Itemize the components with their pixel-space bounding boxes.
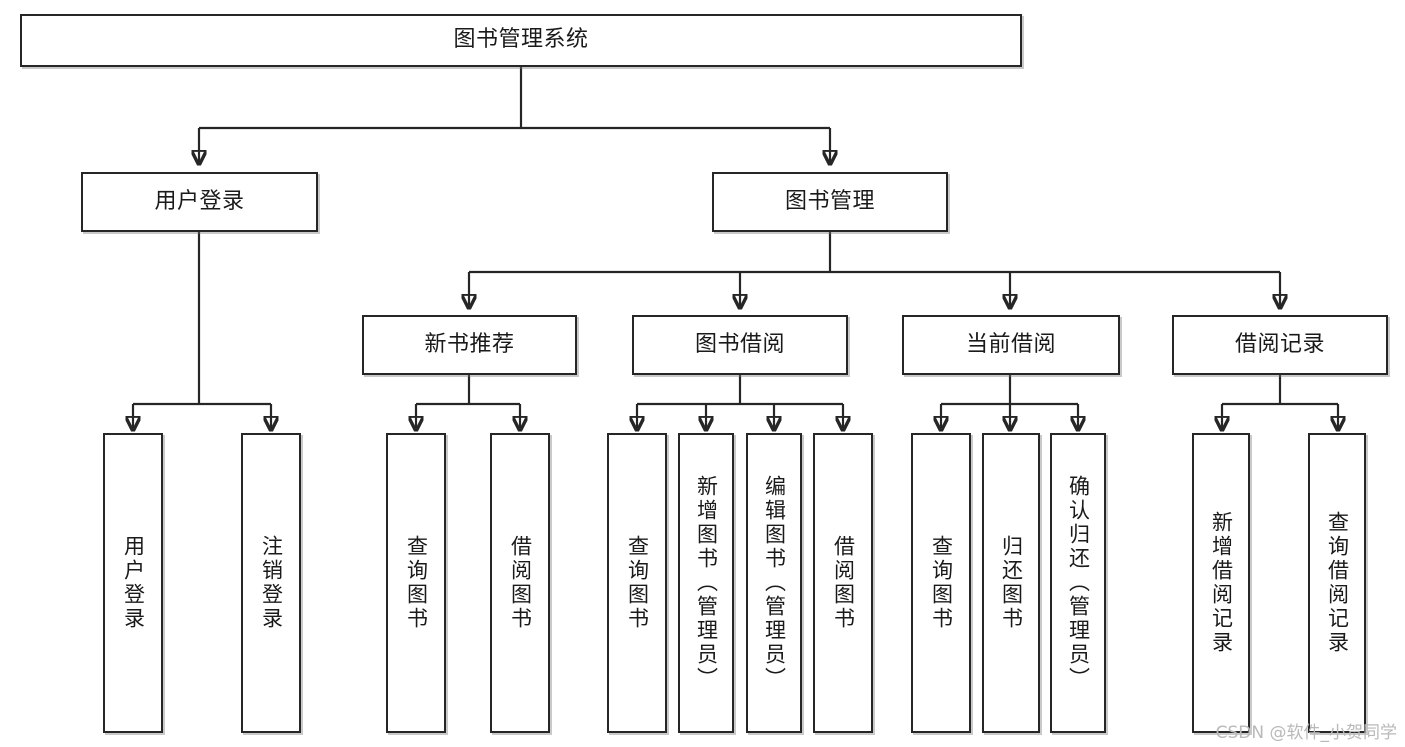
node-label: 用户登录: [121, 535, 146, 631]
leaf-current-borrow-return-book[interactable]: 归还图书: [982, 433, 1040, 733]
node-label: 注销登录: [259, 535, 284, 631]
node-label: 借阅图书: [508, 535, 533, 631]
leaf-borrow-record-add-record[interactable]: 新增借阅记录: [1192, 433, 1250, 733]
leaf-current-borrow-confirm-return-admin[interactable]: 确认归还（管理员）: [1050, 433, 1106, 733]
leaf-current-borrow-query-book[interactable]: 查询图书: [911, 433, 971, 733]
node-label: 图书管理系统: [453, 27, 589, 53]
leaf-book-borrow-query-book[interactable]: 查询图书: [607, 433, 667, 733]
node-label: 查询图书: [404, 535, 429, 631]
node-label: 当前借阅: [965, 331, 1056, 357]
leaf-book-borrow-add-book-admin[interactable]: 新增图书（管理员）: [678, 433, 734, 733]
node-label: 新增图书（管理员）: [694, 475, 719, 691]
node-user-login[interactable]: 用户登录: [81, 172, 318, 232]
node-label: 查询图书: [625, 535, 650, 631]
leaf-borrow-record-query-record[interactable]: 查询借阅记录: [1308, 433, 1366, 733]
node-label: 借阅记录: [1234, 331, 1325, 357]
node-borrow-record[interactable]: 借阅记录: [1172, 315, 1388, 375]
node-label: 图书管理: [784, 188, 875, 214]
leaf-user-login-login[interactable]: 用户登录: [103, 433, 163, 733]
node-current-borrow[interactable]: 当前借阅: [902, 315, 1120, 375]
node-label: 图书借阅: [694, 331, 785, 357]
node-label: 借阅图书: [831, 535, 856, 631]
node-label: 确认归还（管理员）: [1066, 475, 1091, 691]
csdn-watermark: CSDN @软件_小贺同学: [1215, 723, 1397, 743]
node-label: 用户登录: [154, 188, 245, 214]
node-label: 归还图书: [999, 535, 1024, 631]
node-label: 新增借阅记录: [1209, 511, 1234, 655]
node-label: 查询借阅记录: [1325, 511, 1350, 655]
node-new-book-recommend[interactable]: 新书推荐: [362, 315, 577, 375]
node-label: 编辑图书（管理员）: [762, 475, 787, 691]
node-label: 查询图书: [929, 535, 954, 631]
node-root-book-management-system[interactable]: 图书管理系统: [20, 14, 1022, 67]
leaf-new-book-query-book[interactable]: 查询图书: [386, 433, 446, 733]
leaf-user-login-logout[interactable]: 注销登录: [241, 433, 301, 733]
node-book-management[interactable]: 图书管理: [712, 172, 948, 232]
leaf-book-borrow-borrow-book[interactable]: 借阅图书: [813, 433, 873, 733]
node-book-borrow[interactable]: 图书借阅: [632, 315, 848, 375]
node-label: 新书推荐: [424, 331, 515, 357]
leaf-new-book-borrow-book[interactable]: 借阅图书: [490, 433, 550, 733]
leaf-book-borrow-edit-book-admin[interactable]: 编辑图书（管理员）: [746, 433, 802, 733]
